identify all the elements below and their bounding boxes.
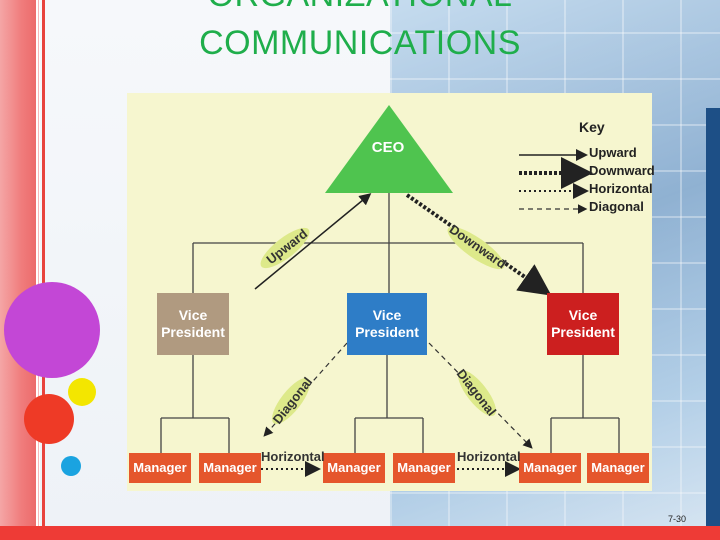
manager-box: Manager xyxy=(199,453,261,483)
slide-title-line2: COMMUNICATIONS xyxy=(199,24,521,62)
manager-box: Manager xyxy=(393,453,455,483)
key-item-downward: Downward xyxy=(589,163,655,178)
manager-box: Manager xyxy=(587,453,649,483)
org-communication-diagram: CEO Vice President Vice President Vice P… xyxy=(127,93,655,491)
org-structure-lines xyxy=(160,193,620,453)
upward-arrow xyxy=(254,193,372,290)
ceo-triangle xyxy=(325,105,453,193)
manager-box: Manager xyxy=(129,453,191,483)
yellow-circle-decoration xyxy=(68,378,96,406)
page-number: 7-30 xyxy=(667,514,686,524)
key-title: Key xyxy=(579,119,605,135)
arrow-label-tags xyxy=(260,226,505,424)
manager-box: Manager xyxy=(519,453,581,483)
ceo-label: CEO xyxy=(371,139,405,156)
bottom-accent-bar xyxy=(0,526,720,540)
slide-title-line1: ORGANIZATIONAL xyxy=(0,0,720,15)
left-accent-line-thin xyxy=(38,0,39,540)
diagram-lines xyxy=(160,105,620,477)
vice-president-right: Vice President xyxy=(547,293,619,355)
right-accent-bar xyxy=(706,108,720,540)
vice-president-center: Vice President xyxy=(347,293,427,355)
left-accent-band xyxy=(0,0,36,540)
downward-arrow xyxy=(405,193,552,296)
red-circle-decoration xyxy=(24,394,74,444)
horizontal-label-right: Horizontal xyxy=(457,449,521,464)
horizontal-label-left: Horizontal xyxy=(261,449,325,464)
key-item-horizontal: Horizontal xyxy=(589,181,653,196)
purple-circle-decoration xyxy=(4,282,100,378)
key-item-diagonal: Diagonal xyxy=(589,199,644,214)
left-accent-line xyxy=(42,0,45,540)
key-item-upward: Upward xyxy=(589,145,637,160)
manager-box: Manager xyxy=(323,453,385,483)
vice-president-left: Vice President xyxy=(157,293,229,355)
blue-circle-decoration xyxy=(61,456,81,476)
